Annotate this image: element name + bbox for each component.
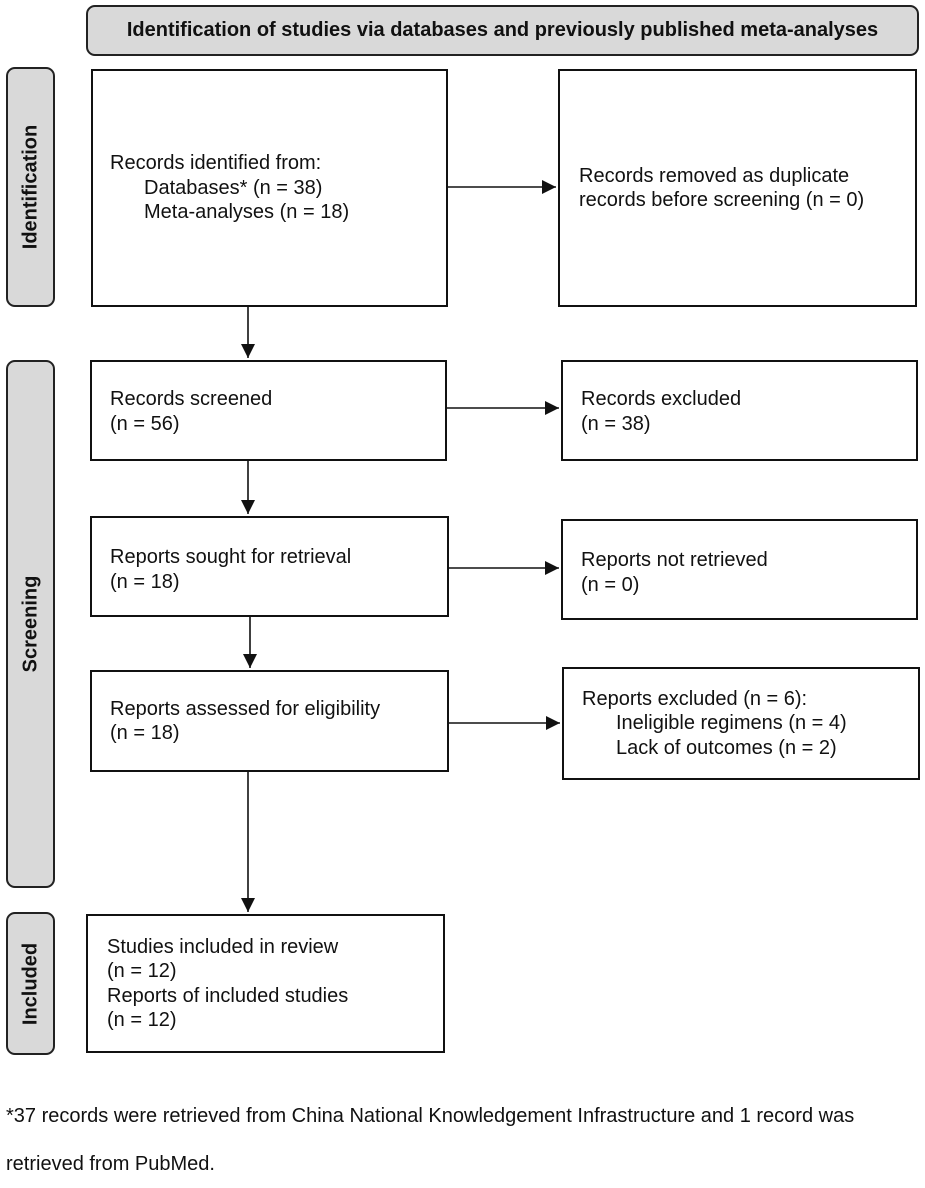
reports-excluded-reason-2: Lack of outcomes (n = 2) xyxy=(616,736,837,759)
records-screened-box: Records screened (n = 56) xyxy=(90,360,447,461)
studies-included-label: Studies included in review xyxy=(107,935,339,958)
phase-identification: Identification xyxy=(6,67,55,307)
flow-header: Identification of studies via databases … xyxy=(86,5,919,56)
reports-included-label: Reports of included studies xyxy=(107,984,349,1007)
records-identified-title: Records identified from: xyxy=(110,152,322,175)
reports-not-retrieved-box: Reports not retrieved (n = 0) xyxy=(561,519,918,620)
footnote: *37 records were retrieved from China Na… xyxy=(6,1105,855,1175)
studies-included-box: Studies included in review (n = 12) Repo… xyxy=(86,914,445,1053)
records-databases: Databases* (n = 38) xyxy=(144,176,323,199)
records-screened-label: Records screened xyxy=(110,388,273,410)
reports-assessed-box: Reports assessed for eligibility (n = 18… xyxy=(90,670,449,772)
reports-not-retrieved-n: (n = 0) xyxy=(581,573,640,596)
duplicates-removed-box: Records removed as duplicate records bef… xyxy=(558,69,917,307)
reports-not-retrieved-label: Reports not retrieved xyxy=(581,549,768,571)
records-identified-box: Records identified from: Databases* (n =… xyxy=(91,69,448,307)
phase-screening: Screening xyxy=(6,360,55,888)
reports-assessed-label: Reports assessed for eligibility xyxy=(110,697,381,720)
reports-sought-box: Reports sought for retrieval (n = 18) xyxy=(90,516,449,617)
records-excluded-label: Records excluded xyxy=(581,388,742,410)
reports-excluded-box: Reports excluded (n = 6): Ineligible reg… xyxy=(562,667,920,780)
flow-arrows xyxy=(241,180,560,912)
records-excluded-box: Records excluded (n = 38) xyxy=(561,360,918,461)
records-excluded-n: (n = 38) xyxy=(581,412,651,435)
flow-header-text: Identification of studies via databases … xyxy=(126,19,879,41)
records-screened-n: (n = 56) xyxy=(110,412,180,435)
records-meta-analyses: Meta-analyses (n = 18) xyxy=(144,201,350,224)
reports-assessed-n: (n = 18) xyxy=(110,722,180,744)
reports-sought-n: (n = 18) xyxy=(110,570,180,593)
phase-included: Included xyxy=(6,912,55,1055)
reports-included-n: (n = 12) xyxy=(107,1009,177,1031)
duplicates-line1: Records removed as duplicate xyxy=(579,164,850,187)
duplicates-line2: records before screening (n = 0) xyxy=(579,189,865,211)
reports-excluded-reason-1: Ineligible regimens (n = 4) xyxy=(616,712,847,735)
studies-included-n: (n = 12) xyxy=(107,960,177,982)
reports-excluded-title: Reports excluded (n = 6): xyxy=(582,687,808,710)
reports-sought-label: Reports sought for retrieval xyxy=(110,546,352,568)
